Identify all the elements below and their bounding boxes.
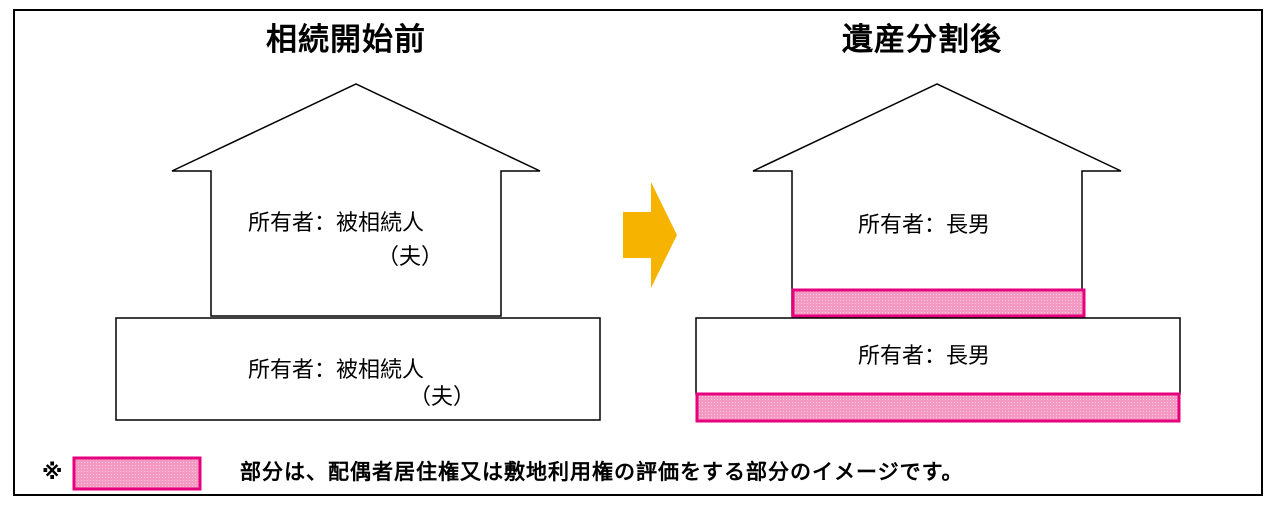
left-house-owner-line2: （夫）: [377, 245, 444, 270]
right-house-outline: [752, 83, 1122, 317]
left-land-owner-line2: （夫）: [409, 385, 476, 410]
left-land-box: [115, 317, 601, 421]
legend-swatch: [72, 456, 202, 491]
left-title: 相続開始前: [266, 22, 426, 58]
left-land-owner-line1: 所有者：被相続人: [248, 358, 425, 383]
legend-mark: ※: [42, 460, 64, 484]
left-house-owner-line1: 所有者：被相続人: [248, 211, 425, 236]
arrow-icon: [623, 182, 677, 288]
right-house-owner: 所有者：長男: [858, 213, 991, 238]
right-house-highlight: [791, 288, 1086, 318]
right-land-box: [695, 317, 1181, 395]
legend-text: 部分は、配偶者居住権又は敷地利用権の評価をする部分のイメージです。: [240, 460, 964, 484]
right-land-owner: 所有者：長男: [858, 344, 991, 369]
diagram-frame: [13, 9, 1263, 496]
right-land-highlight: [695, 392, 1181, 423]
right-title: 遺産分割後: [842, 22, 1002, 58]
left-house-outline: [171, 83, 541, 317]
